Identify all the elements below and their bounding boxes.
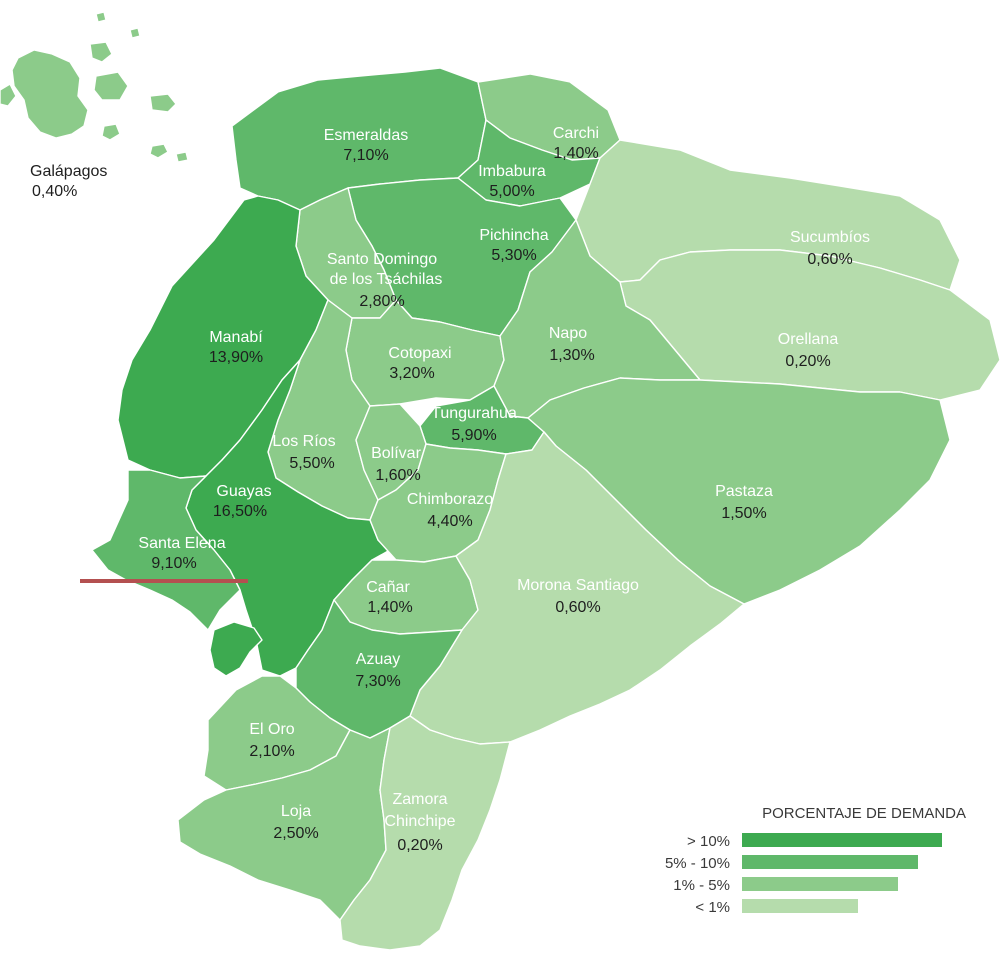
label-manabi-value: 13,90% (209, 349, 263, 366)
label-sucumbios-name: Sucumbíos (790, 229, 870, 246)
island-santa-cruz (93, 71, 129, 101)
label-imbabura-value: 5,00% (489, 183, 534, 200)
label-el-oro-value: 2,10% (249, 743, 294, 760)
label-napo-value: 1,30% (549, 347, 594, 364)
label-los-rios-name: Los Ríos (272, 433, 335, 450)
island-espanola (149, 143, 169, 159)
label-pichincha-value: 5,30% (491, 247, 536, 264)
label-zamora-name2: Chinchipe (384, 813, 455, 830)
label-canar-value: 1,40% (367, 599, 412, 616)
legend-label-4: < 1% (695, 899, 730, 916)
label-bolivar-name: Bolívar (371, 445, 421, 462)
legend-label-1: > 10% (687, 833, 730, 850)
label-esmeraldas-value: 7,10% (343, 147, 388, 164)
label-cotopaxi-name: Cotopaxi (388, 345, 451, 362)
island-isabela (11, 49, 89, 139)
label-zamora-name1: Zamora (392, 791, 447, 808)
island-san-cristobal (149, 93, 177, 113)
galapagos-islands (0, 11, 189, 163)
island-small-2 (129, 27, 141, 39)
label-santo-domingo-name1: Santo Domingo (327, 251, 437, 268)
label-carchi-name: Carchi (553, 125, 599, 142)
label-azuay-name: Azuay (356, 651, 400, 668)
label-esmeraldas-name: Esmeraldas (324, 127, 408, 144)
island-floreana (101, 123, 121, 141)
label-santa-elena-value: 9,10% (151, 555, 196, 572)
label-tungurahua-name: Tungurahua (431, 405, 517, 422)
label-los-rios-value: 5,50% (289, 455, 334, 472)
legend-item-4: < 1% (695, 899, 858, 916)
label-canar-name: Cañar (366, 579, 410, 596)
label-guayas-name: Guayas (216, 483, 271, 500)
label-pastaza-value: 1,50% (721, 505, 766, 522)
island-small-1 (95, 11, 107, 23)
island-fernandina (0, 83, 17, 107)
label-manabi-name: Manabí (209, 329, 263, 346)
legend-bar-2 (742, 855, 918, 869)
label-el-oro-name: El Oro (249, 721, 294, 738)
label-orellana-value: 0,20% (785, 353, 830, 370)
legend: PORCENTAJE DE DEMANDA > 10% 5% - 10% 1% … (665, 805, 966, 916)
label-zamora-value: 0,20% (397, 837, 442, 854)
label-chimborazo-name: Chimborazo (407, 491, 493, 508)
island-santiago (89, 41, 113, 63)
label-napo-name: Napo (549, 325, 587, 342)
province-santa-elena (91, 469, 241, 631)
label-cotopaxi-value: 3,20% (389, 365, 434, 382)
label-santo-domingo-name2: de los Tsáchilas (330, 271, 443, 288)
label-galapagos-value: 0,40% (32, 183, 77, 200)
legend-bar-1 (742, 833, 942, 847)
legend-item-2: 5% - 10% (665, 855, 918, 872)
label-pastaza-name: Pastaza (715, 483, 773, 500)
legend-label-3: 1% - 5% (673, 877, 730, 894)
legend-item-1: > 10% (687, 833, 942, 850)
label-loja-name: Loja (281, 803, 311, 820)
label-orellana-name: Orellana (778, 331, 839, 348)
label-galapagos-name: Galápagos (30, 163, 107, 180)
legend-bar-3 (742, 877, 898, 891)
legend-label-2: 5% - 10% (665, 855, 730, 872)
legend-title: PORCENTAJE DE DEMANDA (762, 805, 966, 822)
legend-bar-4 (742, 899, 858, 913)
label-santa-elena-name: Santa Elena (138, 535, 225, 552)
label-loja-value: 2,50% (273, 825, 318, 842)
label-santo-domingo-value: 2,80% (359, 293, 404, 310)
label-carchi-value: 1,40% (553, 145, 598, 162)
label-bolivar-value: 1,60% (375, 467, 420, 484)
label-pichincha-name: Pichincha (479, 227, 548, 244)
island-puna (209, 621, 263, 677)
label-guayas-value: 16,50% (213, 503, 267, 520)
label-sucumbios-value: 0,60% (807, 251, 852, 268)
label-tungurahua-value: 5,90% (451, 427, 496, 444)
label-morona-name: Morona Santiago (517, 577, 639, 594)
province-labels: Galápagos 0,40% Esmeraldas 7,10% Carchi … (30, 125, 870, 854)
island-small-3 (175, 151, 189, 163)
label-morona-value: 0,60% (555, 599, 600, 616)
label-chimborazo-value: 4,40% (427, 513, 472, 530)
province-zamora-chinchipe (339, 715, 511, 951)
label-imbabura-name: Imbabura (478, 163, 546, 180)
legend-item-3: 1% - 5% (673, 877, 898, 894)
label-azuay-value: 7,30% (355, 673, 400, 690)
